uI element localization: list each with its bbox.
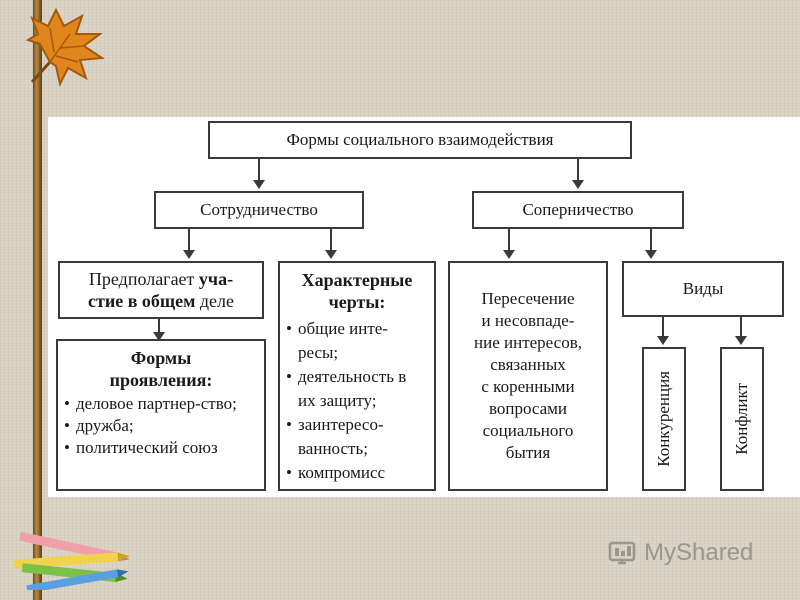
traits-box: Характерные черты: общие инте-ресы; деят… xyxy=(278,261,436,491)
forms-item: дружба; xyxy=(64,415,237,437)
intersection-line: ние интересов, xyxy=(474,333,582,352)
intersection-line: социального xyxy=(482,421,574,440)
cooperation-box: Сотрудничество xyxy=(154,191,364,229)
wooden-rod xyxy=(33,0,42,600)
participation-text-end: деле xyxy=(195,291,234,311)
intersection-line: связанных xyxy=(490,355,566,374)
myshared-logo-icon xyxy=(608,541,636,565)
traits-item: заинтересо-ванность; xyxy=(286,413,428,461)
intersection-line: и несовпаде- xyxy=(481,311,575,330)
arrow-types-competition xyxy=(657,317,669,345)
traits-item: компромисс xyxy=(286,461,428,485)
arrow-root-cooperation xyxy=(253,159,265,189)
forms-item: политический союз xyxy=(64,437,237,459)
rivalry-label: Соперничество xyxy=(522,200,634,219)
traits-item: общие инте-ресы; xyxy=(286,317,428,365)
intersection-line: с коренными xyxy=(481,377,575,396)
participation-box: Предполагает уча- стие в общем деле xyxy=(58,261,264,319)
cooperation-label: Сотрудничество xyxy=(200,200,318,219)
forms-title-1: Формы xyxy=(130,348,192,368)
root-label: Формы социального взаимодействия xyxy=(286,130,554,149)
intersection-box: Пересечение и несовпаде- ние интересов, … xyxy=(448,261,608,491)
types-label: Виды xyxy=(682,279,724,298)
participation-text-pre: Предполагает xyxy=(88,269,199,289)
arrow-root-rivalry xyxy=(572,159,584,189)
arrow-participation-forms xyxy=(153,319,165,341)
watermark-brand: MyShared xyxy=(644,539,754,566)
forms-list: деловое партнер-ство; дружба; политическ… xyxy=(64,393,237,459)
types-box: Виды xyxy=(622,261,784,317)
forms-item: деловое партнер-ство; xyxy=(64,393,237,415)
root-box: Формы социального взаимодействия xyxy=(208,121,632,159)
intersection-line: вопросами xyxy=(488,399,568,418)
intersection-line: Пересечение xyxy=(481,289,575,308)
traits-list: общие инте-ресы; деятельность в их защит… xyxy=(286,317,428,485)
competition-label: Конкуренция xyxy=(654,371,673,467)
conflict-label: Конфликт xyxy=(732,383,751,455)
diagram-panel: Формы социального взаимодействия Сотрудн… xyxy=(48,117,800,497)
intersection-line: бытия xyxy=(505,443,551,462)
arrow-rivalry-intersection xyxy=(503,229,515,259)
participation-text-bold1: уча- xyxy=(198,269,234,289)
participation-text-bold2: стие в общем xyxy=(88,291,196,311)
arrow-cooperation-traits xyxy=(325,229,337,259)
rivalry-box: Соперничество xyxy=(472,191,684,229)
traits-title-2: черты: xyxy=(328,292,386,312)
competition-box: Конкуренция xyxy=(642,347,686,491)
traits-title-1: Характерные xyxy=(301,270,413,290)
autumn-leaf-icon xyxy=(25,7,105,87)
myshared-watermark: MyShared xyxy=(608,539,753,567)
traits-item: деятельность в их защиту; xyxy=(286,365,428,413)
arrow-cooperation-participation xyxy=(183,229,195,259)
crayons-icon xyxy=(13,531,130,590)
forms-title-2: проявления: xyxy=(109,370,213,390)
conflict-box: Конфликт xyxy=(720,347,764,491)
forms-box: Формы проявления: деловое партнер-ство; … xyxy=(56,339,266,491)
arrow-types-conflict xyxy=(735,317,747,345)
arrow-rivalry-types xyxy=(645,229,657,259)
